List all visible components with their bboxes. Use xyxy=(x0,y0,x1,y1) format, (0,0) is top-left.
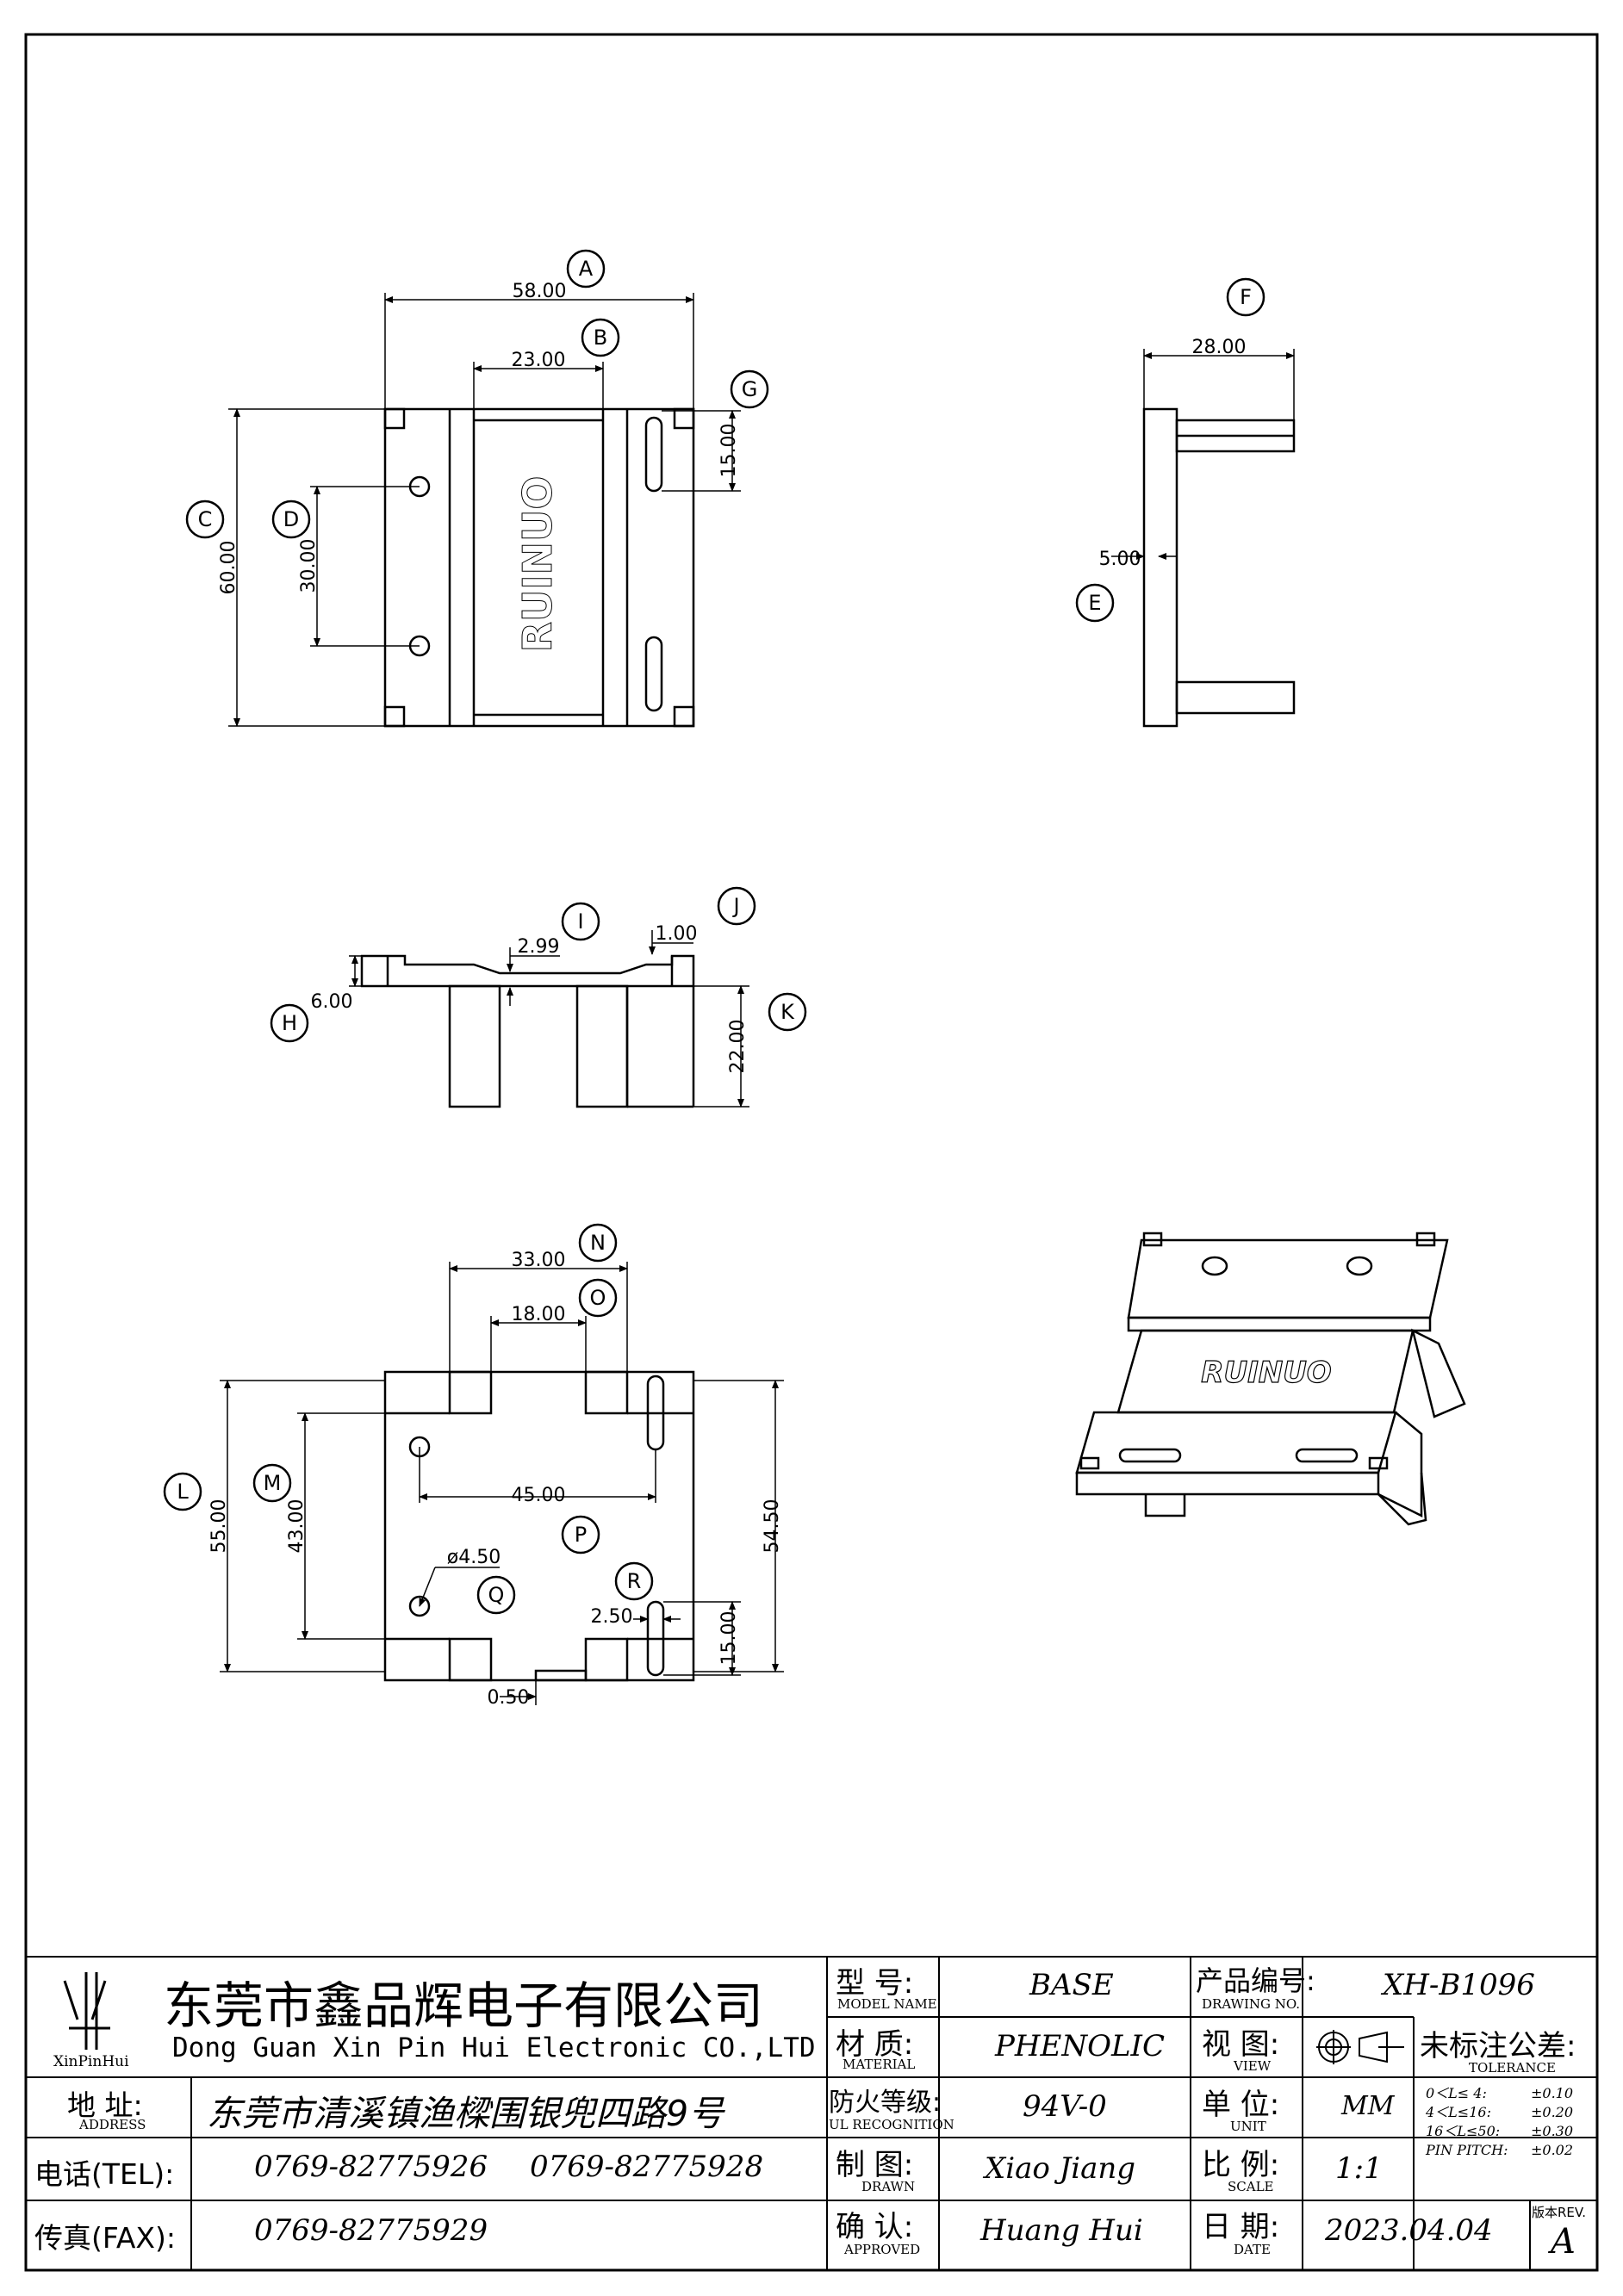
dim-43: 43.00 xyxy=(286,1499,308,1554)
rev-label: 版本REV. xyxy=(1532,2205,1586,2220)
approved-value: Huang Hui xyxy=(980,2213,1143,2248)
fax-value: 0769-82775929 xyxy=(254,2213,488,2248)
dim-33: 33.00 xyxy=(512,1250,566,1271)
approved-label-en: APPROVED xyxy=(844,2242,921,2257)
dim-2-99: 2.99 xyxy=(518,936,560,958)
view-label: 视 图: xyxy=(1202,2027,1280,2062)
brand-mark-iso: RUINUO xyxy=(1201,1356,1331,1390)
balloon-K: K xyxy=(780,1000,795,1024)
dim-18: 18.00 xyxy=(512,1304,566,1325)
dim-60: 60.00 xyxy=(218,541,239,595)
dim-15-bottom: 15.00 xyxy=(718,1611,740,1666)
material-label: 材 质: xyxy=(836,2027,914,2062)
tel-2: 0769-82775928 xyxy=(530,2150,764,2184)
balloon-F: F xyxy=(1240,285,1252,309)
balloon-N: N xyxy=(590,1231,606,1255)
dim-30: 30.00 xyxy=(298,539,320,593)
dim-5: 5.00 xyxy=(1099,549,1141,570)
logo-text: XinPinHui xyxy=(53,2053,129,2070)
unit-label-en: UNIT xyxy=(1230,2119,1266,2134)
balloon-D: D xyxy=(283,507,299,531)
approved-label: 确 认: xyxy=(836,2210,914,2244)
dim-28: 28.00 xyxy=(1192,337,1247,358)
unit-value: MM xyxy=(1341,2091,1395,2121)
dim-58: 58.00 xyxy=(513,281,567,302)
balloon-G: G xyxy=(742,377,758,401)
balloon-I: I xyxy=(577,909,583,934)
material-label-en: MATERIAL xyxy=(843,2057,916,2072)
brand-mark-top: RUINUO xyxy=(514,476,561,653)
tel-1: 0769-82775926 xyxy=(254,2150,488,2184)
unit-label: 单 位: xyxy=(1202,2088,1280,2122)
address-label-en: ADDRESS xyxy=(79,2117,146,2132)
fire-label-en: UL RECOGNITION xyxy=(829,2117,955,2132)
balloon-O: O xyxy=(590,1286,606,1310)
isometric-view: RUINUO xyxy=(1075,1232,1466,1526)
balloon-H: H xyxy=(282,1011,297,1035)
dim-2-5: 2.50 xyxy=(591,1606,633,1628)
front-view: 6.00 H 2.99 I 1.00 J 22.00 K xyxy=(270,886,807,1108)
balloon-E: E xyxy=(1088,591,1101,615)
date-value: 2023.04.04 xyxy=(1325,2213,1493,2248)
company-cn: 东莞市鑫品辉电子有限公司 xyxy=(164,1976,764,2035)
drawing-no-label: 产品编号: xyxy=(1196,1964,1315,1997)
balloon-M: M xyxy=(264,1471,282,1495)
dim-23: 23.00 xyxy=(512,350,566,371)
title-block-grid xyxy=(26,1956,1597,2270)
rev-value: A xyxy=(1551,2222,1576,2262)
address-label: 地 址: xyxy=(67,2088,143,2122)
balloon-R: R xyxy=(627,1569,642,1593)
model-value: BASE xyxy=(1029,1968,1114,2002)
date-label: 日 期: xyxy=(1202,2210,1280,2244)
date-label-en: DATE xyxy=(1234,2242,1271,2257)
scale-label: 比 例: xyxy=(1202,2148,1280,2182)
tolerance-row: 4＜L≤16:±0.20 xyxy=(1426,2104,1574,2120)
dim-22: 22.00 xyxy=(727,1020,749,1074)
tolerance-row: 16＜L≤50:±0.30 xyxy=(1426,2123,1574,2139)
address-value: 东莞市清溪镇渔樑围银兜四路9号 xyxy=(207,2093,724,2134)
fire-label: 防火等级: xyxy=(829,2088,942,2118)
dim-0-5: 0.50 xyxy=(488,1687,530,1709)
scale-label-en: SCALE xyxy=(1228,2179,1274,2194)
drawn-label: 制 图: xyxy=(836,2148,914,2182)
dim-45: 45.00 xyxy=(512,1485,566,1506)
scale-value: 1:1 xyxy=(1335,2151,1383,2186)
fire-value: 94V-0 xyxy=(1023,2089,1107,2124)
company-en: Dong Guan Xin Pin Hui Electronic CO.,LTD xyxy=(172,2032,816,2063)
sheet-border xyxy=(24,33,1599,2272)
tolerance-table: 0＜L≤ 4:±0.10 4＜L≤16:±0.20 16＜L≤50:±0.30 … xyxy=(1426,2084,1573,2160)
balloon-J: J xyxy=(731,894,739,918)
model-label-en: MODEL NAME xyxy=(837,1996,937,2012)
dim-15-top: 15.00 xyxy=(718,424,740,478)
balloon-C: C xyxy=(198,507,213,531)
tolerance-row: 0＜L≤ 4:±0.10 xyxy=(1426,2085,1574,2101)
dim-54-5: 54.50 xyxy=(762,1499,783,1554)
drawing-no-value: XH-B1096 xyxy=(1383,1968,1535,2002)
top-view: RUINUO 58.00 A 23.00 B 60.00 C xyxy=(185,249,769,728)
bottom-view: 33.00 N 18.00 O 55.00 L 43.00 M xyxy=(163,1223,784,1709)
balloon-A: A xyxy=(579,257,594,281)
balloon-L: L xyxy=(177,1480,189,1504)
tel-label: 电话(TEL): xyxy=(34,2157,175,2191)
model-label: 型 号: xyxy=(836,1966,914,2001)
dim-55: 55.00 xyxy=(208,1499,230,1554)
material-value: PHENOLIC xyxy=(995,2029,1165,2063)
dim-hole-dia: ø4.50 xyxy=(447,1547,501,1568)
balloon-B: B xyxy=(594,326,607,350)
side-view: 28.00 F 5.00 E xyxy=(1075,277,1296,728)
drawing-no-label-en: DRAWING NO. xyxy=(1202,1996,1301,2012)
dim-6: 6.00 xyxy=(311,991,353,1013)
fax-label: 传真(FAX): xyxy=(34,2221,177,2255)
tolerance-label: 未标注公差: xyxy=(1420,2029,1576,2063)
balloon-P: P xyxy=(575,1523,587,1547)
drawn-value: Xiao Jiang xyxy=(985,2151,1136,2186)
balloon-Q: Q xyxy=(488,1583,505,1607)
tolerance-label-en: TOLERANCE xyxy=(1469,2060,1556,2076)
drawn-label-en: DRAWN xyxy=(861,2179,916,2194)
tolerance-row: PIN PITCH:±0.02 xyxy=(1426,2142,1574,2158)
view-label-en: VIEW xyxy=(1234,2058,1272,2074)
dim-1: 1.00 xyxy=(656,923,698,945)
